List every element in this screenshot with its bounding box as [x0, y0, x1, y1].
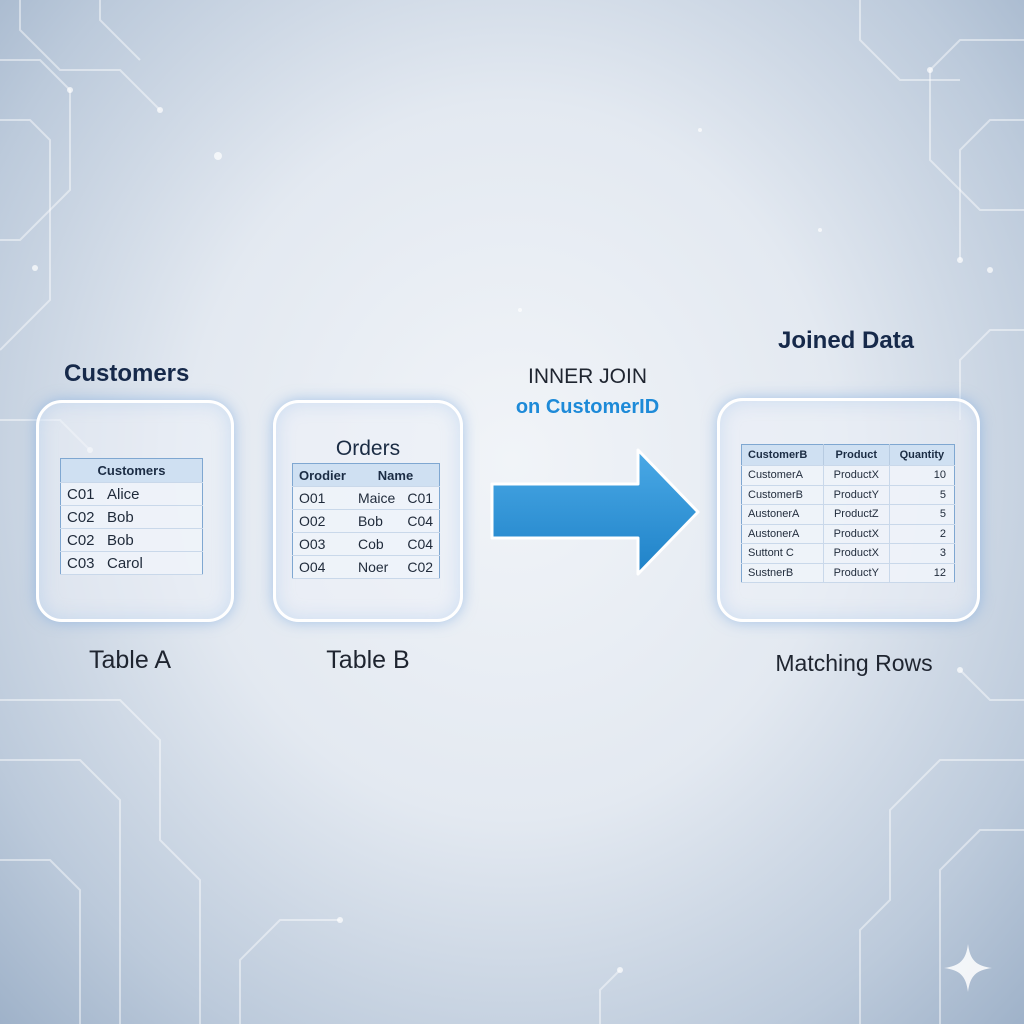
result-caption: Matching Rows: [775, 650, 933, 676]
joined-product-cell: ProductX: [823, 465, 890, 486]
order-id-cell: O03: [292, 532, 352, 556]
joined-customer-cell: AustonerA: [741, 524, 824, 544]
customer-name-cell: Bob: [101, 505, 203, 529]
joined-customer-cell: CustomerA: [741, 465, 824, 486]
table-b-caption: Table B: [326, 646, 410, 674]
order-id-cell: O02: [292, 509, 352, 533]
order-customer-cell: C04: [401, 509, 440, 533]
order-id-cell: O04: [292, 555, 352, 579]
table-a-caption: Table A: [88, 646, 171, 674]
order-name-cell: Cob: [351, 532, 402, 556]
joined-quantity-cell: 12: [889, 563, 955, 583]
joined-customer-cell: Suttont C: [741, 543, 824, 564]
customer-name-cell: Bob: [101, 528, 203, 552]
joined-customer-cell: AustonerA: [741, 504, 824, 525]
joined-product-cell: ProductX: [823, 543, 890, 564]
orders-col-name: Name: [351, 463, 440, 487]
order-name-cell: Bob: [351, 509, 402, 533]
sparkle-icon: [944, 944, 992, 992]
orders-col-order: Orodier: [292, 463, 352, 487]
join-title: INNER JOIN: [527, 365, 647, 388]
order-name-cell: Maice: [351, 486, 402, 510]
joined-product-cell: ProductY: [823, 485, 890, 505]
order-customer-cell: C02: [401, 555, 440, 579]
join-arrow: [490, 448, 700, 576]
joined-product-cell: ProductY: [823, 563, 890, 583]
join-condition: on CustomerID: [515, 396, 660, 418]
joined-quantity-cell: 5: [889, 485, 955, 505]
joined-col-product: Product: [823, 444, 890, 466]
result-heading: Joined Data: [778, 327, 915, 354]
joined-col-quantity: Quantity: [889, 444, 955, 466]
customer-id-cell: C02: [60, 505, 101, 529]
table-b-heading: Orders: [335, 437, 401, 460]
customer-id-cell: C01: [60, 482, 101, 506]
customer-id-cell: C03: [60, 551, 101, 575]
joined-quantity-cell: 3: [889, 543, 955, 564]
order-customer-cell: C04: [401, 532, 440, 556]
joined-quantity-cell: 2: [889, 524, 955, 544]
joined-product-cell: ProductZ: [823, 504, 890, 525]
customer-id-cell: C02: [60, 528, 101, 552]
joined-customer-cell: SustnerB: [741, 563, 824, 583]
joined-customer-cell: CustomerB: [741, 485, 824, 505]
order-id-cell: O01: [292, 486, 352, 510]
customers-table-header: Customers: [60, 458, 203, 483]
table-a-heading: Customers: [64, 360, 190, 387]
joined-quantity-cell: 10: [889, 465, 955, 486]
joined-col-customer: CustomerB: [741, 444, 824, 466]
order-name-cell: Noer: [351, 555, 402, 579]
order-customer-cell: C01: [401, 486, 440, 510]
joined-product-cell: ProductX: [823, 524, 890, 544]
customer-name-cell: Carol: [101, 551, 203, 575]
customer-name-cell: Alice: [101, 482, 203, 506]
joined-quantity-cell: 5: [889, 504, 955, 525]
